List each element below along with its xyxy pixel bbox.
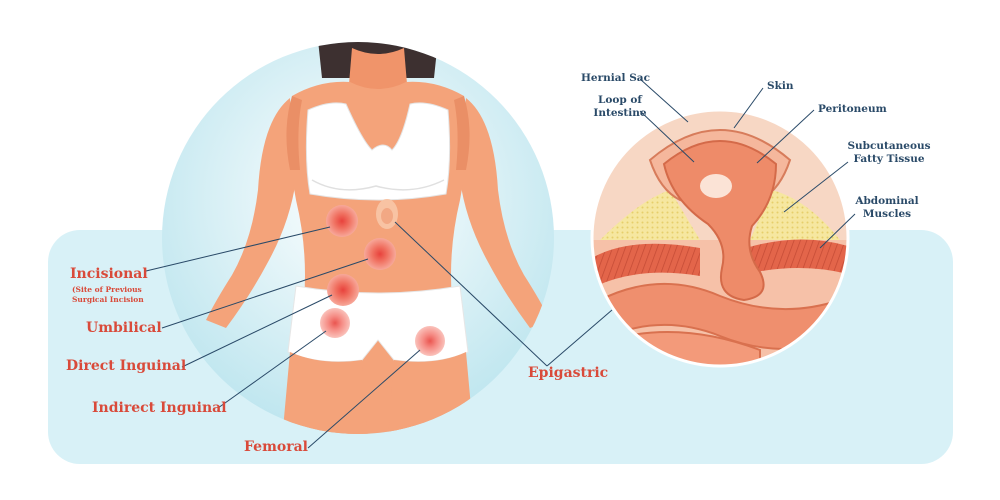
label-femoral: Femoral: [244, 439, 308, 455]
label-incisional-note-2: Surgical Incision: [72, 295, 144, 304]
indirect-inguinal-marker: [320, 308, 350, 338]
label-abdominal-line-2: Muscles: [862, 208, 912, 220]
label-subcutaneous-fatty-tissue: Subcutaneous Fatty Tissue: [846, 140, 932, 166]
label-loop-line-2: Intestine: [593, 107, 647, 119]
label-subcut-line-2: Fatty Tissue: [853, 153, 925, 165]
label-subcut-line-1: Subcutaneous: [847, 140, 931, 152]
label-abdominal-muscles: Abdominal Muscles: [852, 195, 922, 221]
label-loop-line-1: Loop of: [598, 94, 642, 106]
femoral-marker: [415, 326, 445, 356]
leader-lines-left: [145, 221, 613, 449]
umbilical-marker: [364, 238, 396, 270]
label-direct-inguinal: Direct Inguinal: [66, 358, 187, 374]
hernia-markers: [320, 205, 445, 356]
leader-lines-right: [639, 78, 856, 249]
label-skin: Skin: [767, 80, 794, 92]
label-abdominal-line-1: Abdominal: [855, 195, 919, 207]
direct-inguinal-marker: [327, 274, 359, 306]
label-umbilical: Umbilical: [86, 320, 162, 336]
label-hernial-sac: Hernial Sac: [581, 72, 650, 84]
label-incisional-note-1: (Site of Previous: [72, 285, 142, 294]
label-peritoneum: Peritoneum: [818, 103, 887, 115]
label-incisional: Incisional: [70, 266, 148, 282]
label-indirect-inguinal: Indirect Inguinal: [92, 400, 227, 416]
label-epigastric: Epigastric: [528, 365, 609, 381]
label-loop-of-intestine: Loop of Intestine: [588, 94, 652, 120]
incisional-marker: [326, 205, 358, 237]
